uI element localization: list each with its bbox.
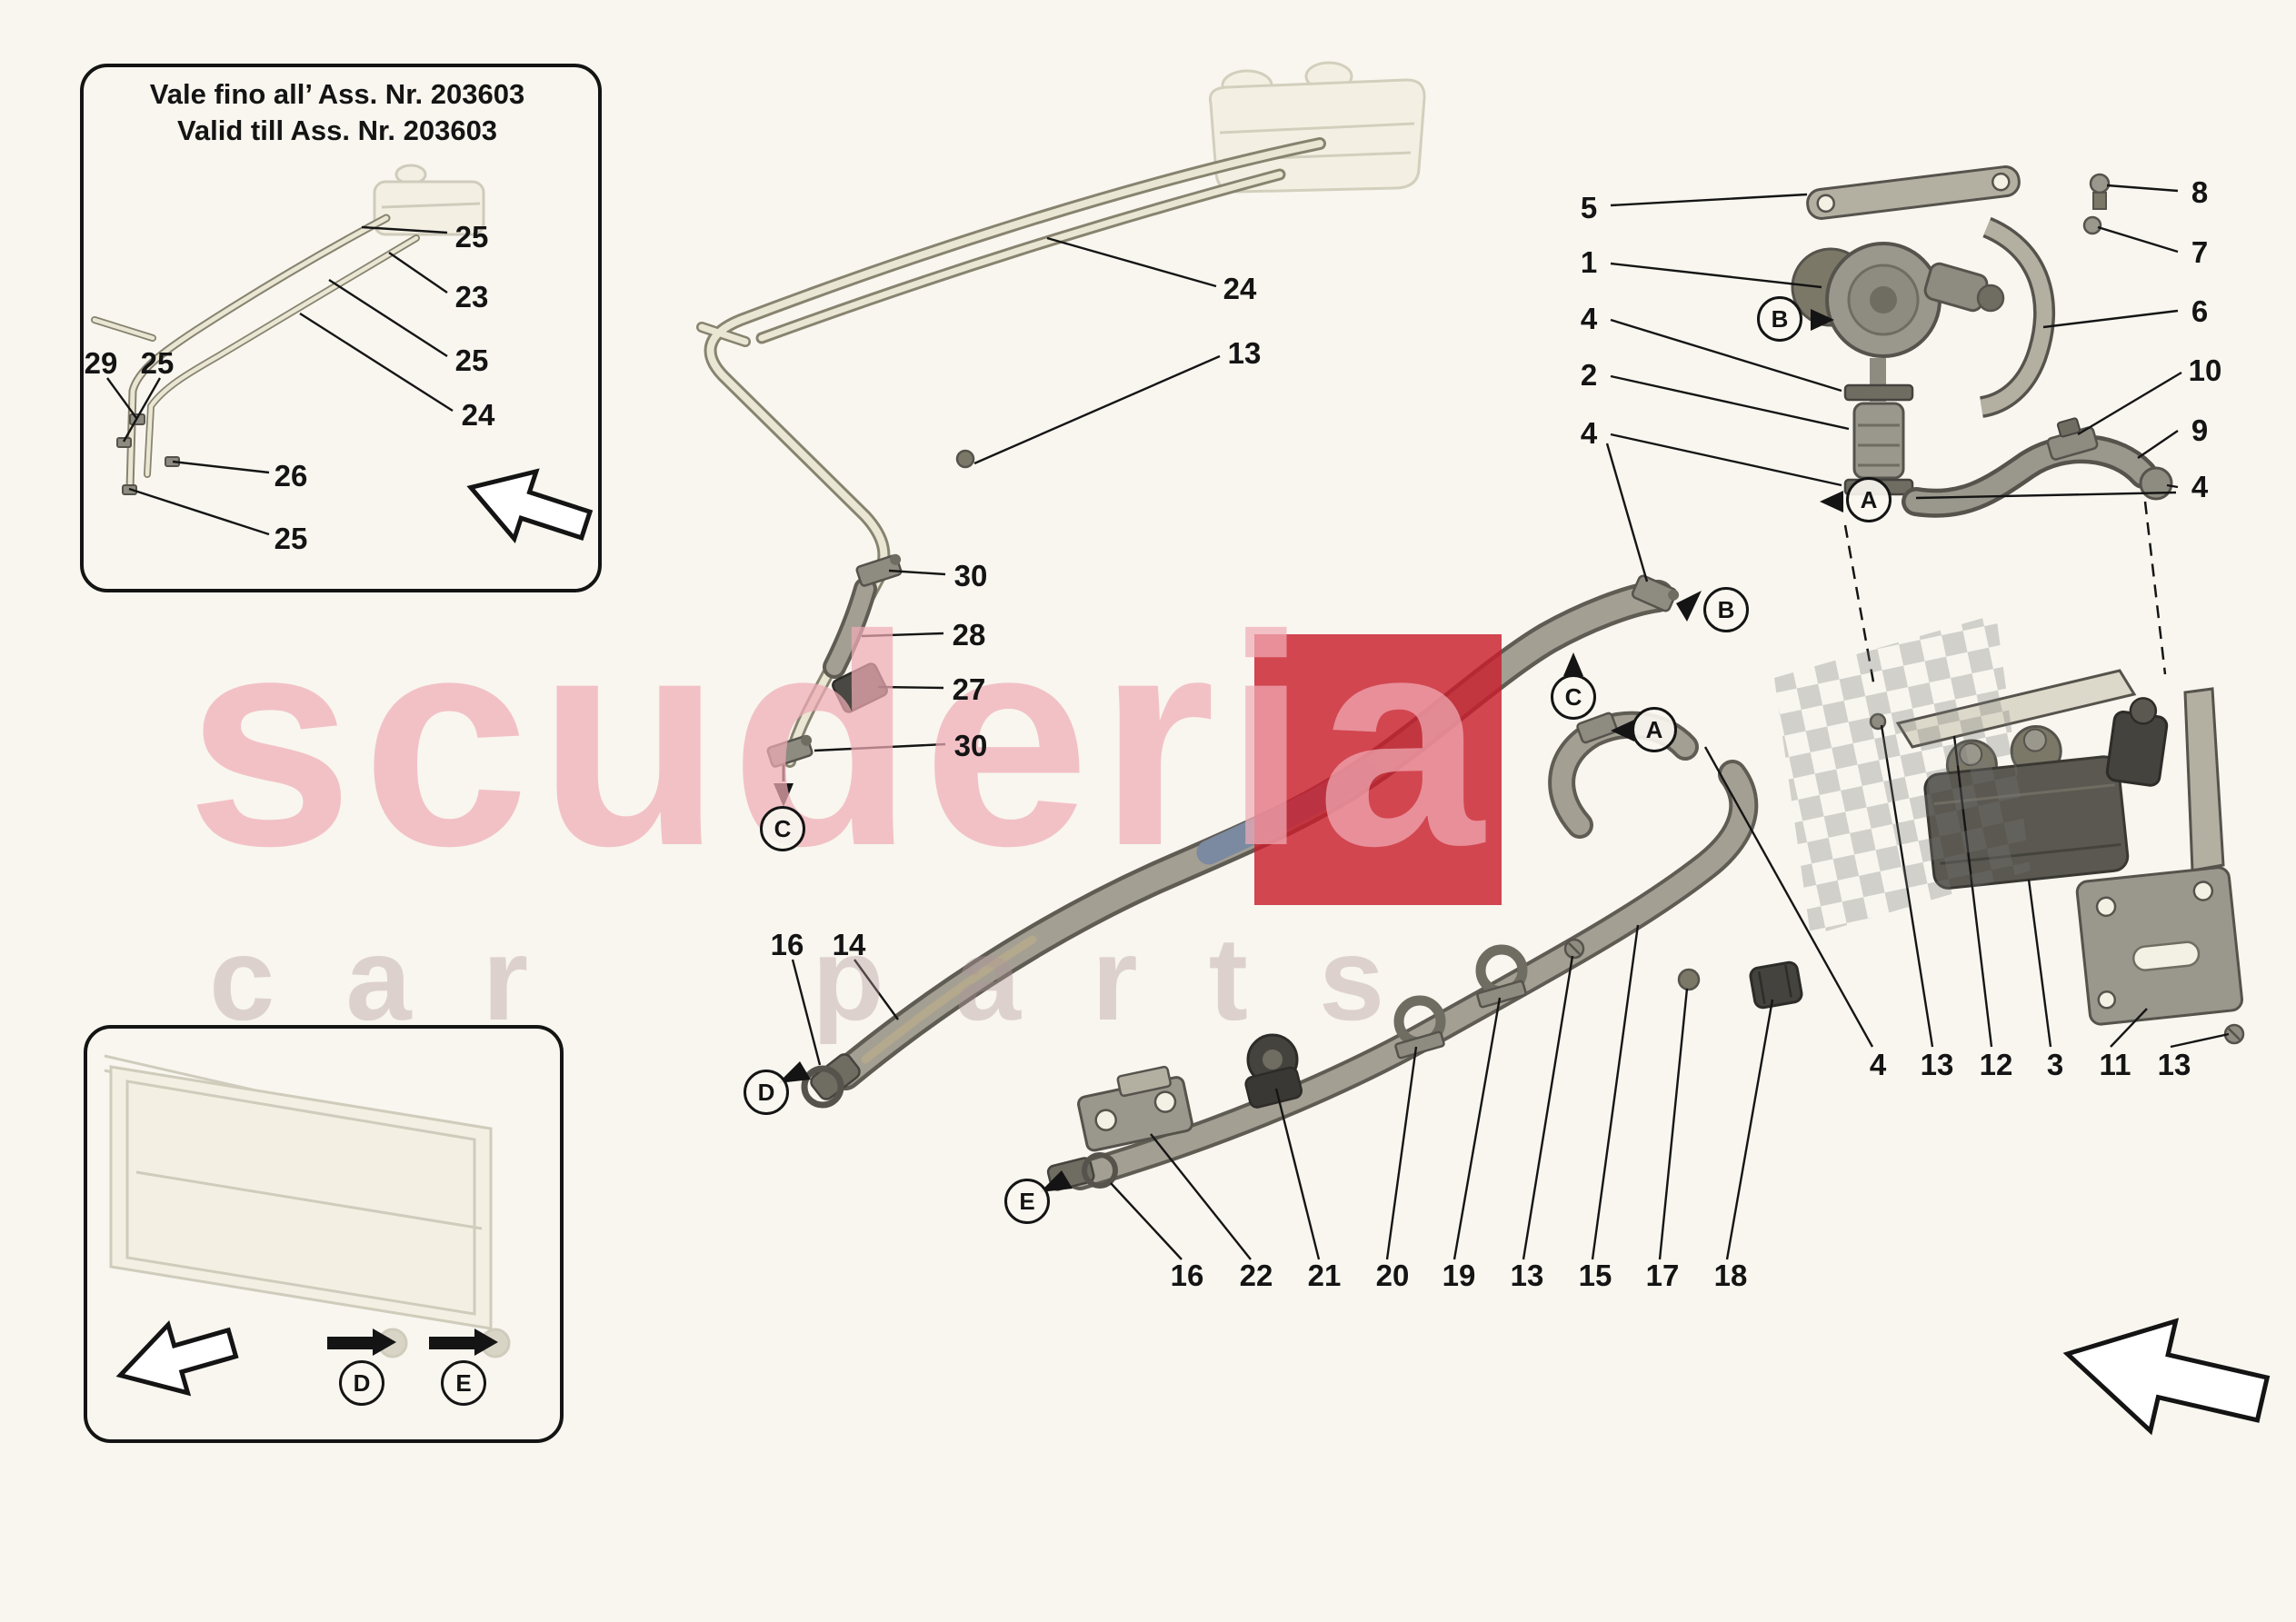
bolt-17 (1677, 968, 1701, 991)
inset-radiator-frame (84, 1025, 564, 1443)
inset-title-line1: Vale fino all’ Ass. Nr. 203603 (149, 78, 525, 110)
callout-7: 7 (2191, 235, 2209, 269)
inset-valid-till-frame (80, 64, 602, 592)
callout-12: 12 (1979, 1048, 2013, 1081)
breather-fittings (766, 449, 975, 768)
callout-30: 30 (953, 559, 988, 592)
watermark-red-block (1254, 634, 1502, 905)
callout-24: 24 (1223, 272, 1257, 305)
callout-13: 13 (1227, 336, 1262, 370)
callout-4: 4 (1580, 416, 1598, 450)
clamp-19 (1475, 944, 1528, 1009)
callout-18: 18 (1713, 1259, 1748, 1292)
callout-28: 28 (952, 618, 986, 652)
inset-title: Vale fino all’ Ass. Nr. 203603 Valid til… (80, 76, 594, 149)
callout-30: 30 (953, 729, 988, 762)
callout-8: 8 (2191, 175, 2209, 209)
callout-3: 3 (2046, 1048, 2064, 1081)
watermark-subtext: car parts (209, 912, 1456, 1045)
callout-24: 24 (461, 398, 495, 432)
callout-20: 20 (1375, 1259, 1410, 1292)
big-arrow-inset-top (466, 468, 594, 544)
grommet-18 (1749, 960, 1803, 1010)
callout-15: 15 (1578, 1259, 1612, 1292)
view-letter-D: D (744, 1070, 789, 1115)
view-letter-B: B (1703, 587, 1749, 632)
callout-2: 2 (1580, 358, 1598, 392)
callout-26: 26 (274, 459, 308, 493)
view-letter-C: C (1551, 674, 1596, 720)
inset-title-line2: Valid till Ass. Nr. 203603 (176, 114, 498, 146)
view-letter-E: E (1004, 1179, 1050, 1224)
callout-23: 23 (454, 280, 489, 313)
valve-21 (1244, 1033, 1303, 1109)
clamp-20 (1393, 995, 1446, 1060)
callout-21: 21 (1307, 1259, 1342, 1292)
leader-lines (106, 184, 2230, 1260)
view-letter-D: D (339, 1360, 384, 1406)
callout-25: 25 (454, 343, 489, 377)
callout-9: 9 (2191, 413, 2209, 447)
callout-4: 4 (2191, 470, 2209, 503)
view-letter-E: E (441, 1360, 486, 1406)
view-letter-C: C (760, 806, 805, 851)
callout-27: 27 (952, 672, 986, 706)
direction-arrows (327, 309, 1843, 1356)
big-arrow-inset-bottom (115, 1319, 239, 1397)
view-letter-A: A (1846, 477, 1892, 522)
callout-14: 14 (832, 928, 866, 961)
callout-6: 6 (2191, 294, 2209, 328)
callout-4: 4 (1580, 302, 1598, 335)
callout-19: 19 (1442, 1259, 1476, 1292)
callout-25: 25 (140, 346, 175, 380)
coolant-pipes (696, 137, 1326, 768)
watermark-brand: scuderia (186, 572, 1493, 908)
callout-11: 11 (2099, 1048, 2131, 1081)
callout-4: 4 (1869, 1048, 1887, 1081)
callout-29: 29 (84, 346, 118, 380)
callout-5: 5 (1580, 191, 1598, 224)
callout-25: 25 (274, 522, 308, 555)
bracket-22 (1077, 1065, 1193, 1152)
bolt-7 (2082, 215, 2102, 235)
callout-13: 13 (1920, 1048, 1954, 1081)
view-letter-B: B (1757, 296, 1802, 342)
callout-25: 25 (454, 220, 489, 254)
callout-16: 16 (1170, 1259, 1204, 1292)
callout-22: 22 (1239, 1259, 1273, 1292)
big-arrow-main (2062, 1318, 2271, 1436)
inset-pipes (91, 214, 420, 493)
view-letter-A: A (1632, 707, 1677, 752)
callout-1: 1 (1580, 245, 1598, 279)
callout-17: 17 (1645, 1259, 1680, 1292)
inset-tank-sketch (373, 164, 485, 236)
screw-13-bottom (1563, 938, 1585, 960)
callout-13: 13 (1510, 1259, 1544, 1292)
bolt-8 (2089, 173, 2111, 210)
watermark-checker (1774, 614, 2031, 936)
callout-13: 13 (2157, 1048, 2191, 1081)
callout-16: 16 (770, 928, 804, 961)
callout-10: 10 (2188, 353, 2222, 387)
